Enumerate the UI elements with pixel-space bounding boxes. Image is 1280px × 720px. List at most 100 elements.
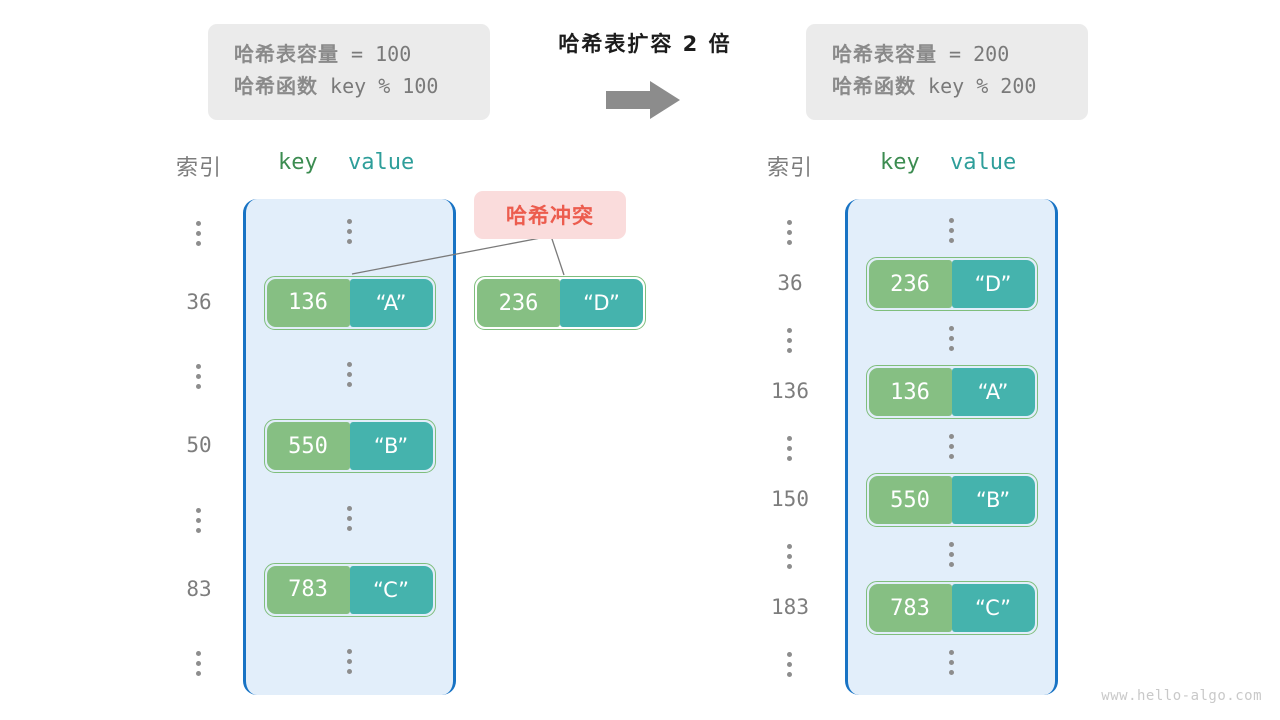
right-empty-row (848, 542, 1055, 567)
right-index-label: 150 (771, 487, 809, 511)
right-index-label: 183 (771, 595, 809, 619)
left-hashfn-line: 哈希函数 key % 100 (234, 70, 464, 102)
right-pair-cell[interactable]: 783“C” (865, 581, 1038, 635)
right-pair-cell[interactable]: 136“A” (865, 365, 1038, 419)
left-pair-cell[interactable]: 136“A” (263, 275, 436, 330)
right-empty-row (848, 434, 1055, 459)
left-pair-value: “B” (349, 422, 433, 471)
left-index-label: 36 (186, 289, 212, 314)
left-pair-key: 783 (266, 565, 350, 614)
left-row-ellipsis-icon (346, 362, 353, 388)
right-index-label (759, 220, 821, 245)
right-row-ellipsis-icon (948, 542, 955, 567)
right-index-ellipsis-icon (787, 220, 793, 245)
left-index-label (168, 651, 230, 677)
right-empty-row (848, 218, 1055, 243)
right-pair-key: 136 (868, 368, 952, 416)
right-pair-value: “A” (951, 368, 1035, 416)
right-hashfn-line: 哈希函数 key % 200 (832, 70, 1062, 102)
right-index-ellipsis-icon (787, 544, 793, 569)
left-index-label (168, 221, 230, 246)
right-pair-key: 236 (868, 260, 952, 308)
left-table-row: 550“B” (246, 419, 453, 474)
right-index-label (759, 436, 821, 461)
left-pair-key: 136 (266, 278, 350, 327)
left-index-label (168, 364, 230, 390)
right-index-ellipsis-icon (787, 652, 793, 677)
right-capacity-line: 哈希表容量 = 200 (832, 38, 1062, 70)
left-index-ellipsis-icon (196, 651, 202, 677)
left-index-ellipsis-icon (196, 364, 202, 390)
collision-pair-value: “D” (560, 279, 643, 327)
left-row-ellipsis-icon (346, 649, 353, 675)
right-row-ellipsis-icon (948, 218, 955, 243)
left-hashfn-value: key % 100 (318, 74, 439, 98)
left-row-ellipsis-icon (346, 219, 353, 244)
right-index-label: 36 (777, 271, 803, 295)
right-value-column-header: value (950, 150, 1017, 175)
right-pair-value: “C” (951, 584, 1035, 632)
right-index-ellipsis-icon (787, 436, 793, 461)
left-hash-table-panel: 136“A” 550“B” 783“C” (243, 199, 456, 695)
right-pair-value: “B” (951, 476, 1035, 524)
collision-pair-key: 236 (477, 279, 560, 327)
right-index-label (759, 652, 821, 677)
left-value-column-header: value (348, 150, 415, 175)
left-empty-row (246, 219, 453, 244)
right-row-ellipsis-icon (948, 326, 955, 351)
right-hash-table-panel: 236“D” 136“A” 550“B” 783“C” (845, 199, 1058, 695)
left-key-column-header: key (278, 150, 318, 175)
right-hashfn-label: 哈希函数 (832, 74, 916, 98)
right-capacity-value: = 200 (937, 42, 1010, 66)
right-config-box: 哈希表容量 = 200 哈希函数 key % 200 (806, 24, 1088, 120)
left-pair-value: “C” (349, 565, 433, 614)
left-capacity-line: 哈希表容量 = 100 (234, 38, 464, 70)
left-table-row: 783“C” (246, 562, 453, 617)
watermark: www.hello-algo.com (1101, 688, 1262, 704)
transition-title: 哈希表扩容 2 倍 (558, 32, 732, 56)
right-hashfn-value: key % 200 (916, 74, 1037, 98)
right-row-ellipsis-icon (948, 434, 955, 459)
right-pair-key: 550 (868, 476, 952, 524)
left-empty-row (246, 362, 453, 388)
left-index-label (168, 507, 230, 533)
right-capacity-label: 哈希表容量 (832, 42, 937, 66)
right-empty-row (848, 326, 1055, 351)
right-table-row: 550“B” (848, 473, 1055, 527)
right-pair-cell[interactable]: 550“B” (865, 473, 1038, 527)
left-empty-row (246, 649, 453, 675)
left-capacity-value: = 100 (339, 42, 412, 66)
right-table-row: 136“A” (848, 365, 1055, 419)
right-key-column-header: key (880, 150, 920, 175)
left-capacity-label: 哈希表容量 (234, 42, 339, 66)
right-table-row: 783“C” (848, 581, 1055, 635)
left-index-ellipsis-icon (196, 507, 202, 533)
left-empty-row (246, 505, 453, 531)
left-pair-cell[interactable]: 550“B” (263, 419, 436, 474)
right-pair-key: 783 (868, 584, 952, 632)
collision-pair-cell[interactable]: 236 “D” (474, 276, 646, 330)
right-index-ellipsis-icon (787, 328, 793, 353)
right-pair-cell[interactable]: 236“D” (865, 257, 1038, 311)
right-index-label: 136 (771, 379, 809, 403)
right-table-row: 236“D” (848, 257, 1055, 311)
left-index-ellipsis-icon (196, 221, 202, 246)
left-hashfn-label: 哈希函数 (234, 74, 318, 98)
right-index-label (759, 544, 821, 569)
right-index-column-header: 索引 (766, 156, 813, 181)
collision-badge: 哈希冲突 (474, 191, 626, 239)
left-config-box: 哈希表容量 = 100 哈希函数 key % 100 (208, 24, 490, 120)
left-row-ellipsis-icon (346, 505, 353, 531)
right-pair-value: “D” (951, 260, 1035, 308)
left-index-label: 83 (186, 576, 212, 601)
left-index-label: 50 (186, 433, 212, 458)
right-row-ellipsis-icon (948, 650, 955, 675)
left-table-row: 136“A” (246, 275, 453, 330)
right-index-label (759, 328, 821, 353)
right-empty-row (848, 650, 1055, 675)
left-pair-cell[interactable]: 783“C” (263, 562, 436, 617)
left-pair-key: 550 (266, 422, 350, 471)
left-pair-value: “A” (349, 278, 433, 327)
left-index-column-header: 索引 (175, 156, 222, 181)
arrow-right-icon (606, 81, 680, 119)
